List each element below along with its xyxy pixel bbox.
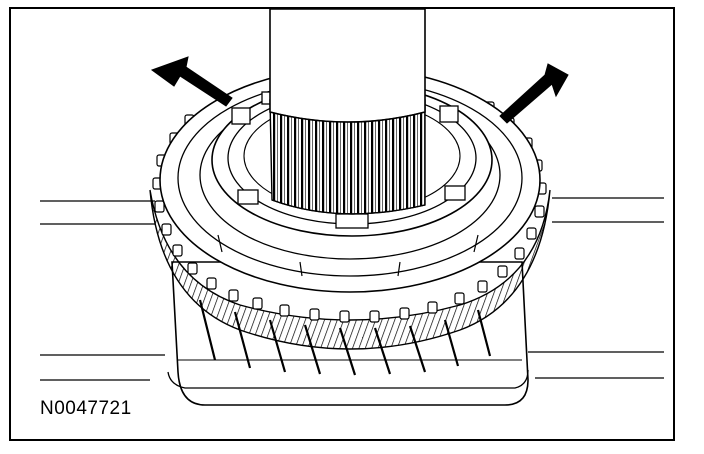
arrow-left <box>150 56 233 107</box>
figure-id-label: N0047721 <box>40 398 132 419</box>
arrow-right <box>499 63 569 124</box>
output-shaft <box>269 8 426 123</box>
background-lines <box>40 197 664 381</box>
shaft-splines <box>269 99 426 215</box>
